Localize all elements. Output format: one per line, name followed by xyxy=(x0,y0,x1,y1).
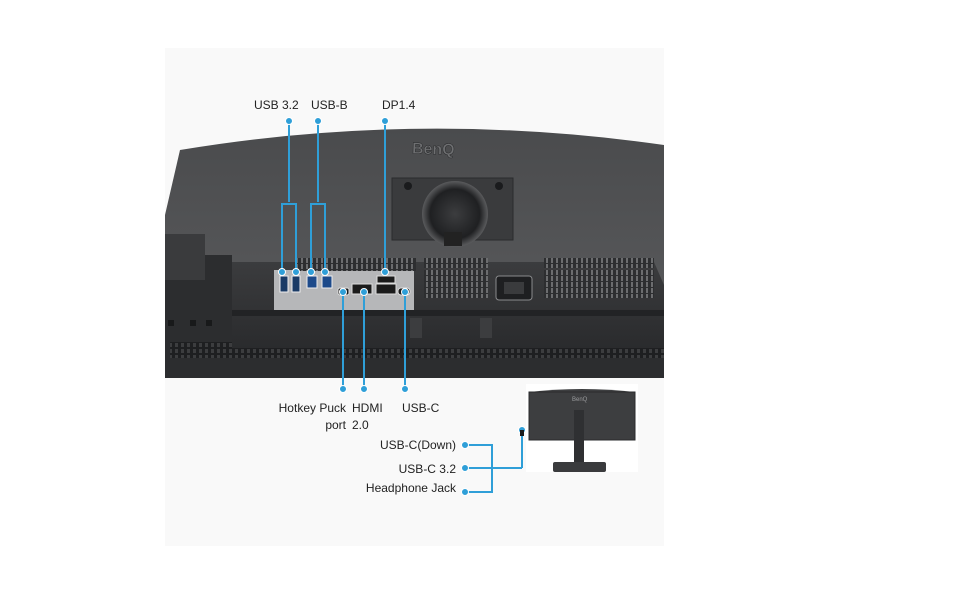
dp-port xyxy=(376,275,396,284)
label-hotkey-line2: port xyxy=(325,418,346,432)
monitor-thumbnail: BenQ xyxy=(520,384,638,472)
hdmi-port-2 xyxy=(375,283,397,295)
usbb-port-2 xyxy=(321,275,333,289)
usb32-port-2 xyxy=(291,275,301,293)
brand-logo: BenQ xyxy=(412,141,455,159)
thumbnail-logo: BenQ xyxy=(572,397,588,403)
usb32-port-1 xyxy=(279,275,289,293)
label-hdmi-line1: HDMI xyxy=(352,401,383,415)
label-usb32: USB 3.2 xyxy=(254,98,299,112)
usbb-port-1 xyxy=(306,275,318,289)
label-usbc32: USB-C 3.2 xyxy=(398,462,456,476)
callout-lines xyxy=(281,122,523,493)
label-usbc: USB-C xyxy=(402,401,440,415)
monitor-rear-photo xyxy=(165,48,664,546)
label-usbb: USB-B xyxy=(311,98,348,112)
callout-dots xyxy=(278,117,526,496)
label-usbc-down: USB-C(Down) xyxy=(379,438,456,452)
label-hotkey-line1: Hotkey Puck xyxy=(278,401,346,415)
label-hdmi-line2: 2.0 xyxy=(352,418,369,432)
label-dp: DP1.4 xyxy=(382,98,416,112)
label-headphone: Headphone Jack xyxy=(365,481,456,495)
